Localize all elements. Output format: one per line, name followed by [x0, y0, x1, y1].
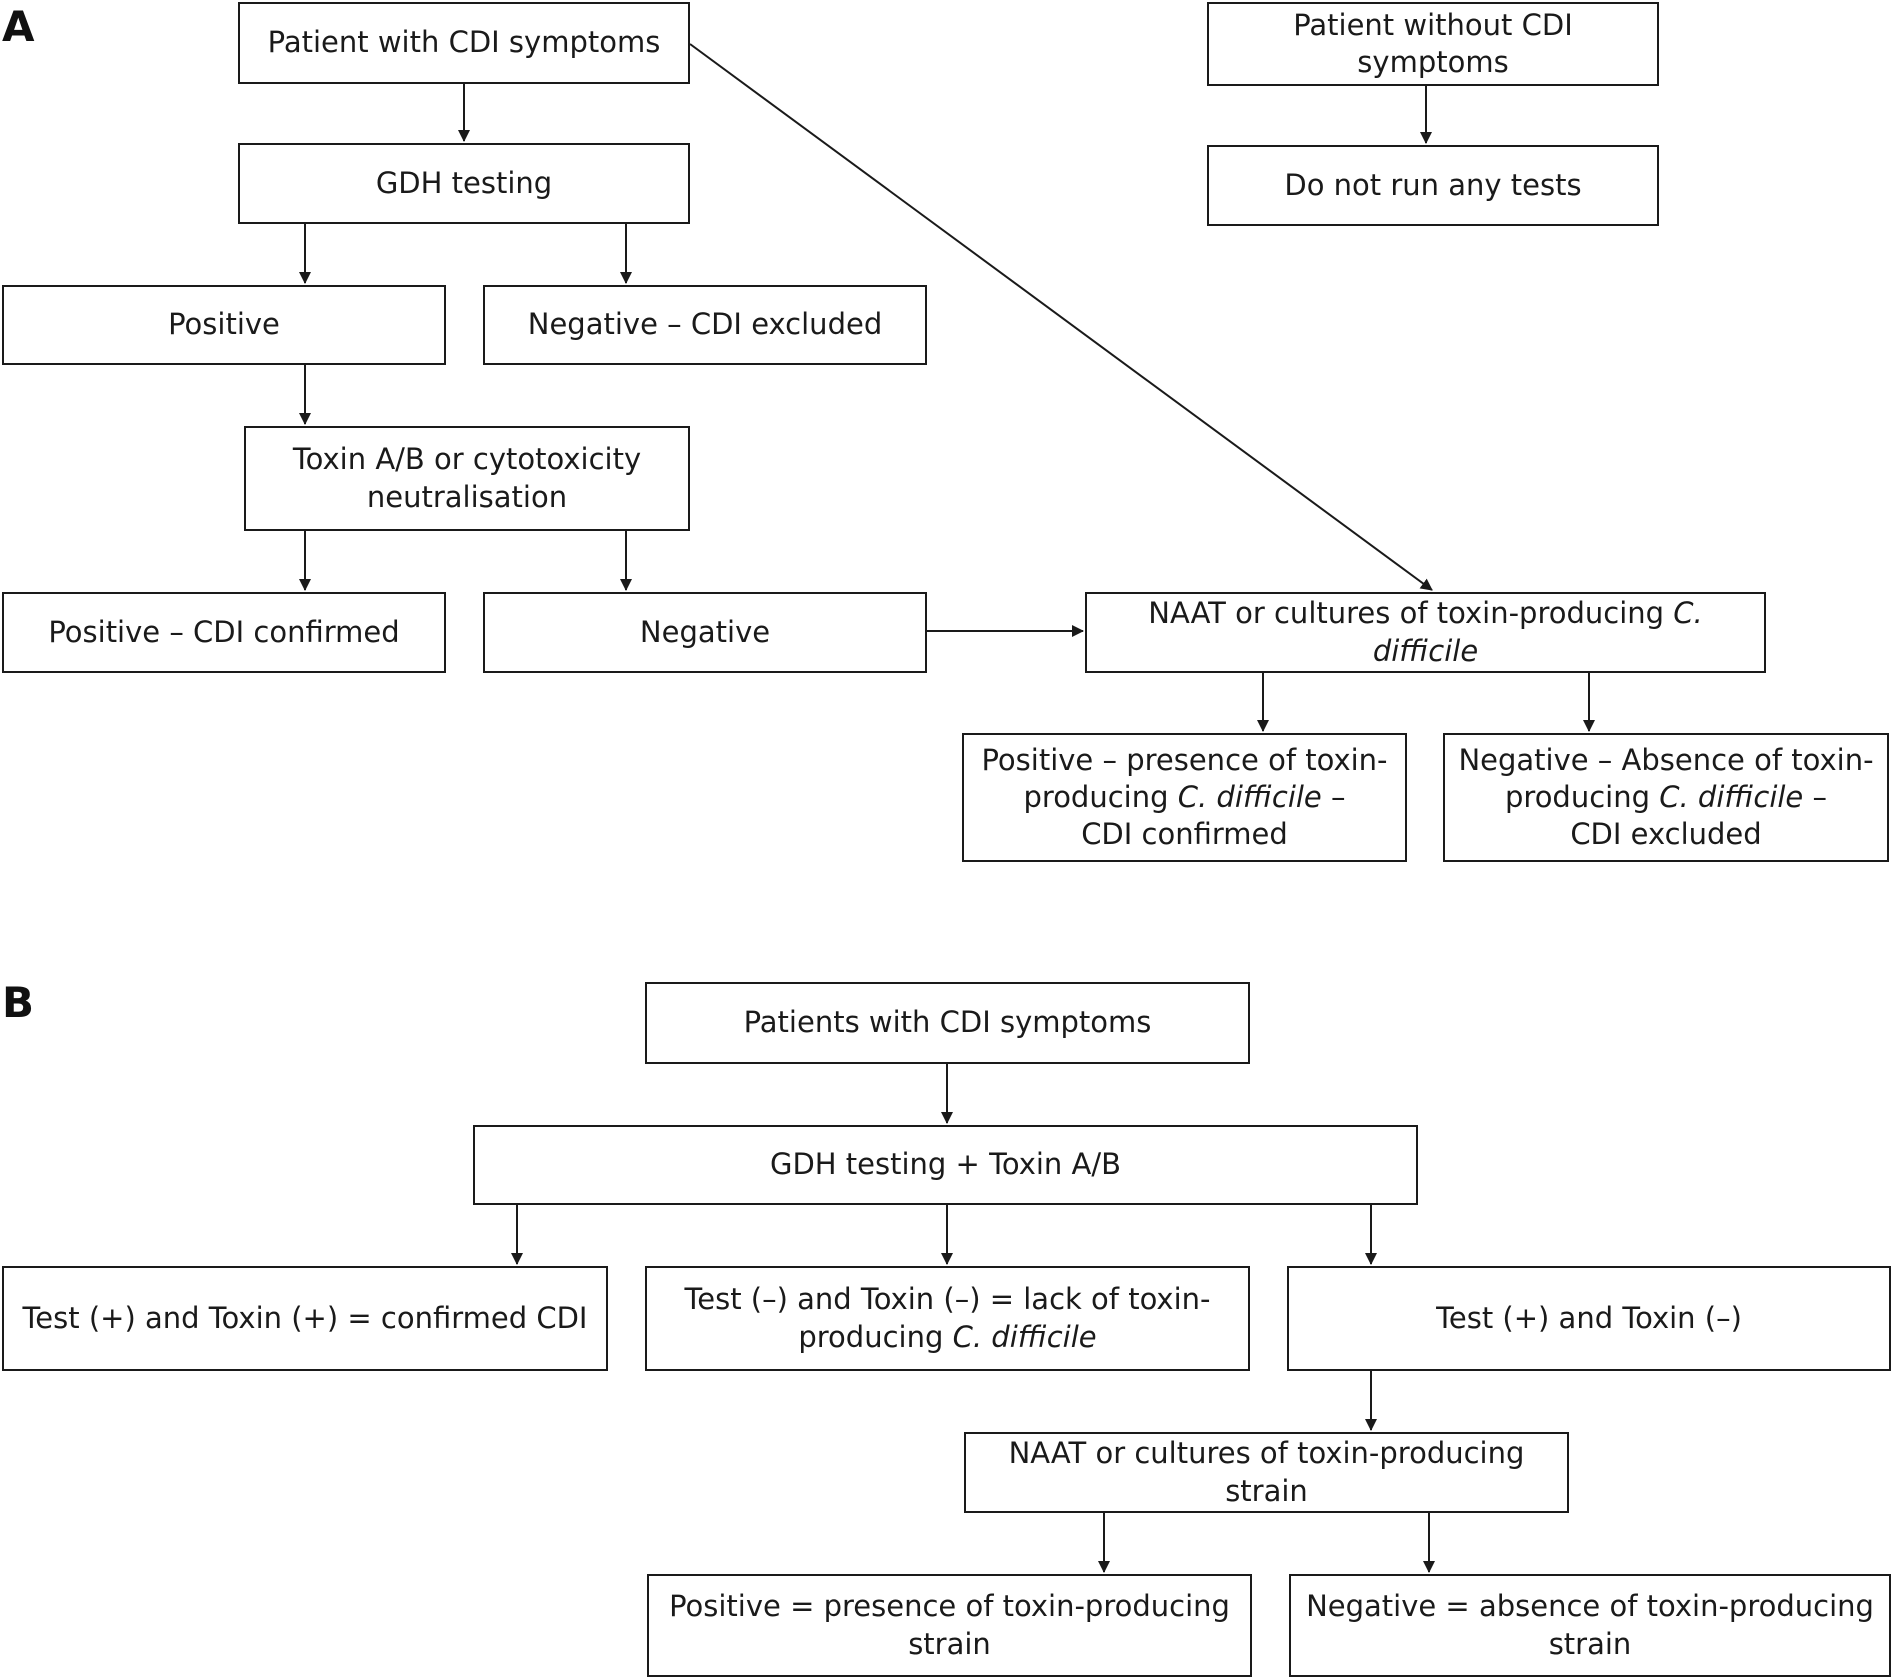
box-b-gdh-toxin: GDH testing + Toxin A/B [473, 1125, 1418, 1205]
box-naat-or-cultures: NAAT or cultures of toxin-producing C. d… [1085, 592, 1766, 673]
box-text-line: Negative – Absence of toxin- [1458, 742, 1874, 777]
box-b-negative-absence: Negative = absence of toxin-producing st… [1289, 1574, 1891, 1677]
box-text-line: neutralisation [366, 479, 568, 514]
box-text-line: producing C. difficile – [1023, 779, 1346, 814]
box-text-line: Test (–) and Toxin (–) = lack of toxin- [684, 1282, 1211, 1317]
box-b-positive-presence: Positive = presence of toxin-producing s… [647, 1574, 1252, 1677]
box-text-line: producing C. difficile [798, 1319, 1097, 1354]
box-positive: Positive [2, 285, 446, 365]
box-text: NAAT or cultures of toxin-producing C. d… [1148, 596, 1703, 668]
arrow-symptoms-to-naat [689, 43, 1433, 591]
box-text-line: producing C. difficile – [1505, 779, 1827, 814]
box-text-line: strain [908, 1626, 991, 1661]
box-text: Patients with CDI symptoms [743, 1005, 1152, 1040]
box-text-line: Toxin A/B or cytotoxicity [292, 442, 642, 477]
box-text-line: strain [1548, 1626, 1632, 1661]
box-text-line: CDI excluded [1570, 817, 1762, 852]
box-text: Patient without CDI symptoms [1293, 7, 1573, 79]
box-text: Negative – CDI excluded [527, 307, 883, 342]
box-do-not-run-tests: Do not run any tests [1207, 145, 1659, 226]
box-naat-positive: Positive – presence of toxin- producing … [962, 733, 1407, 862]
box-b-test-pos-toxin-neg: Test (+) and Toxin (–) [1287, 1266, 1891, 1371]
box-patient-without-symptoms: Patient without CDI symptoms [1207, 2, 1659, 86]
box-b-naat-strain: NAAT or cultures of toxin-producing stra… [964, 1432, 1569, 1513]
box-text: Test (+) and Toxin (–) [1436, 1300, 1742, 1335]
box-gdh-testing: GDH testing [238, 143, 690, 224]
box-text: Patient with CDI symptoms [267, 25, 661, 60]
panel-b-label: B [2, 978, 35, 1027]
box-text-line: Negative = absence of toxin-producing [1306, 1589, 1874, 1624]
box-text: Do not run any tests [1284, 167, 1582, 202]
box-text: Positive – CDI confirmed [48, 614, 400, 649]
box-text: Test (+) and Toxin (+) = confirmed CDI [22, 1300, 588, 1335]
box-negative: Negative [483, 592, 927, 673]
box-patient-with-symptoms: Patient with CDI symptoms [238, 2, 690, 84]
box-text-line: CDI confirmed [1081, 817, 1288, 852]
box-text: Positive [168, 307, 280, 342]
box-toxin-ab: Toxin A/B or cytotoxicity neutralisation [244, 426, 690, 531]
panel-a-label: A [2, 2, 35, 51]
box-negative-cdi-excluded: Negative – CDI excluded [483, 285, 927, 365]
box-b-confirmed-cdi: Test (+) and Toxin (+) = confirmed CDI [2, 1266, 608, 1371]
box-text: Negative [639, 614, 771, 649]
box-positive-cdi-confirmed: Positive – CDI confirmed [2, 592, 446, 673]
box-text-line: Positive – presence of toxin- [981, 742, 1388, 777]
box-text: GDH testing + Toxin A/B [769, 1147, 1122, 1182]
box-b-lack-of-toxin: Test (–) and Toxin (–) = lack of toxin- … [645, 1266, 1250, 1371]
box-b-patients-with-symptoms: Patients with CDI symptoms [645, 982, 1250, 1064]
box-text-line: Positive = presence of toxin-producing [669, 1589, 1230, 1624]
box-naat-negative: Negative – Absence of toxin- producing C… [1443, 733, 1889, 862]
box-text: GDH testing [375, 165, 553, 200]
box-text: NAAT or cultures of toxin-producing stra… [1008, 1436, 1525, 1508]
